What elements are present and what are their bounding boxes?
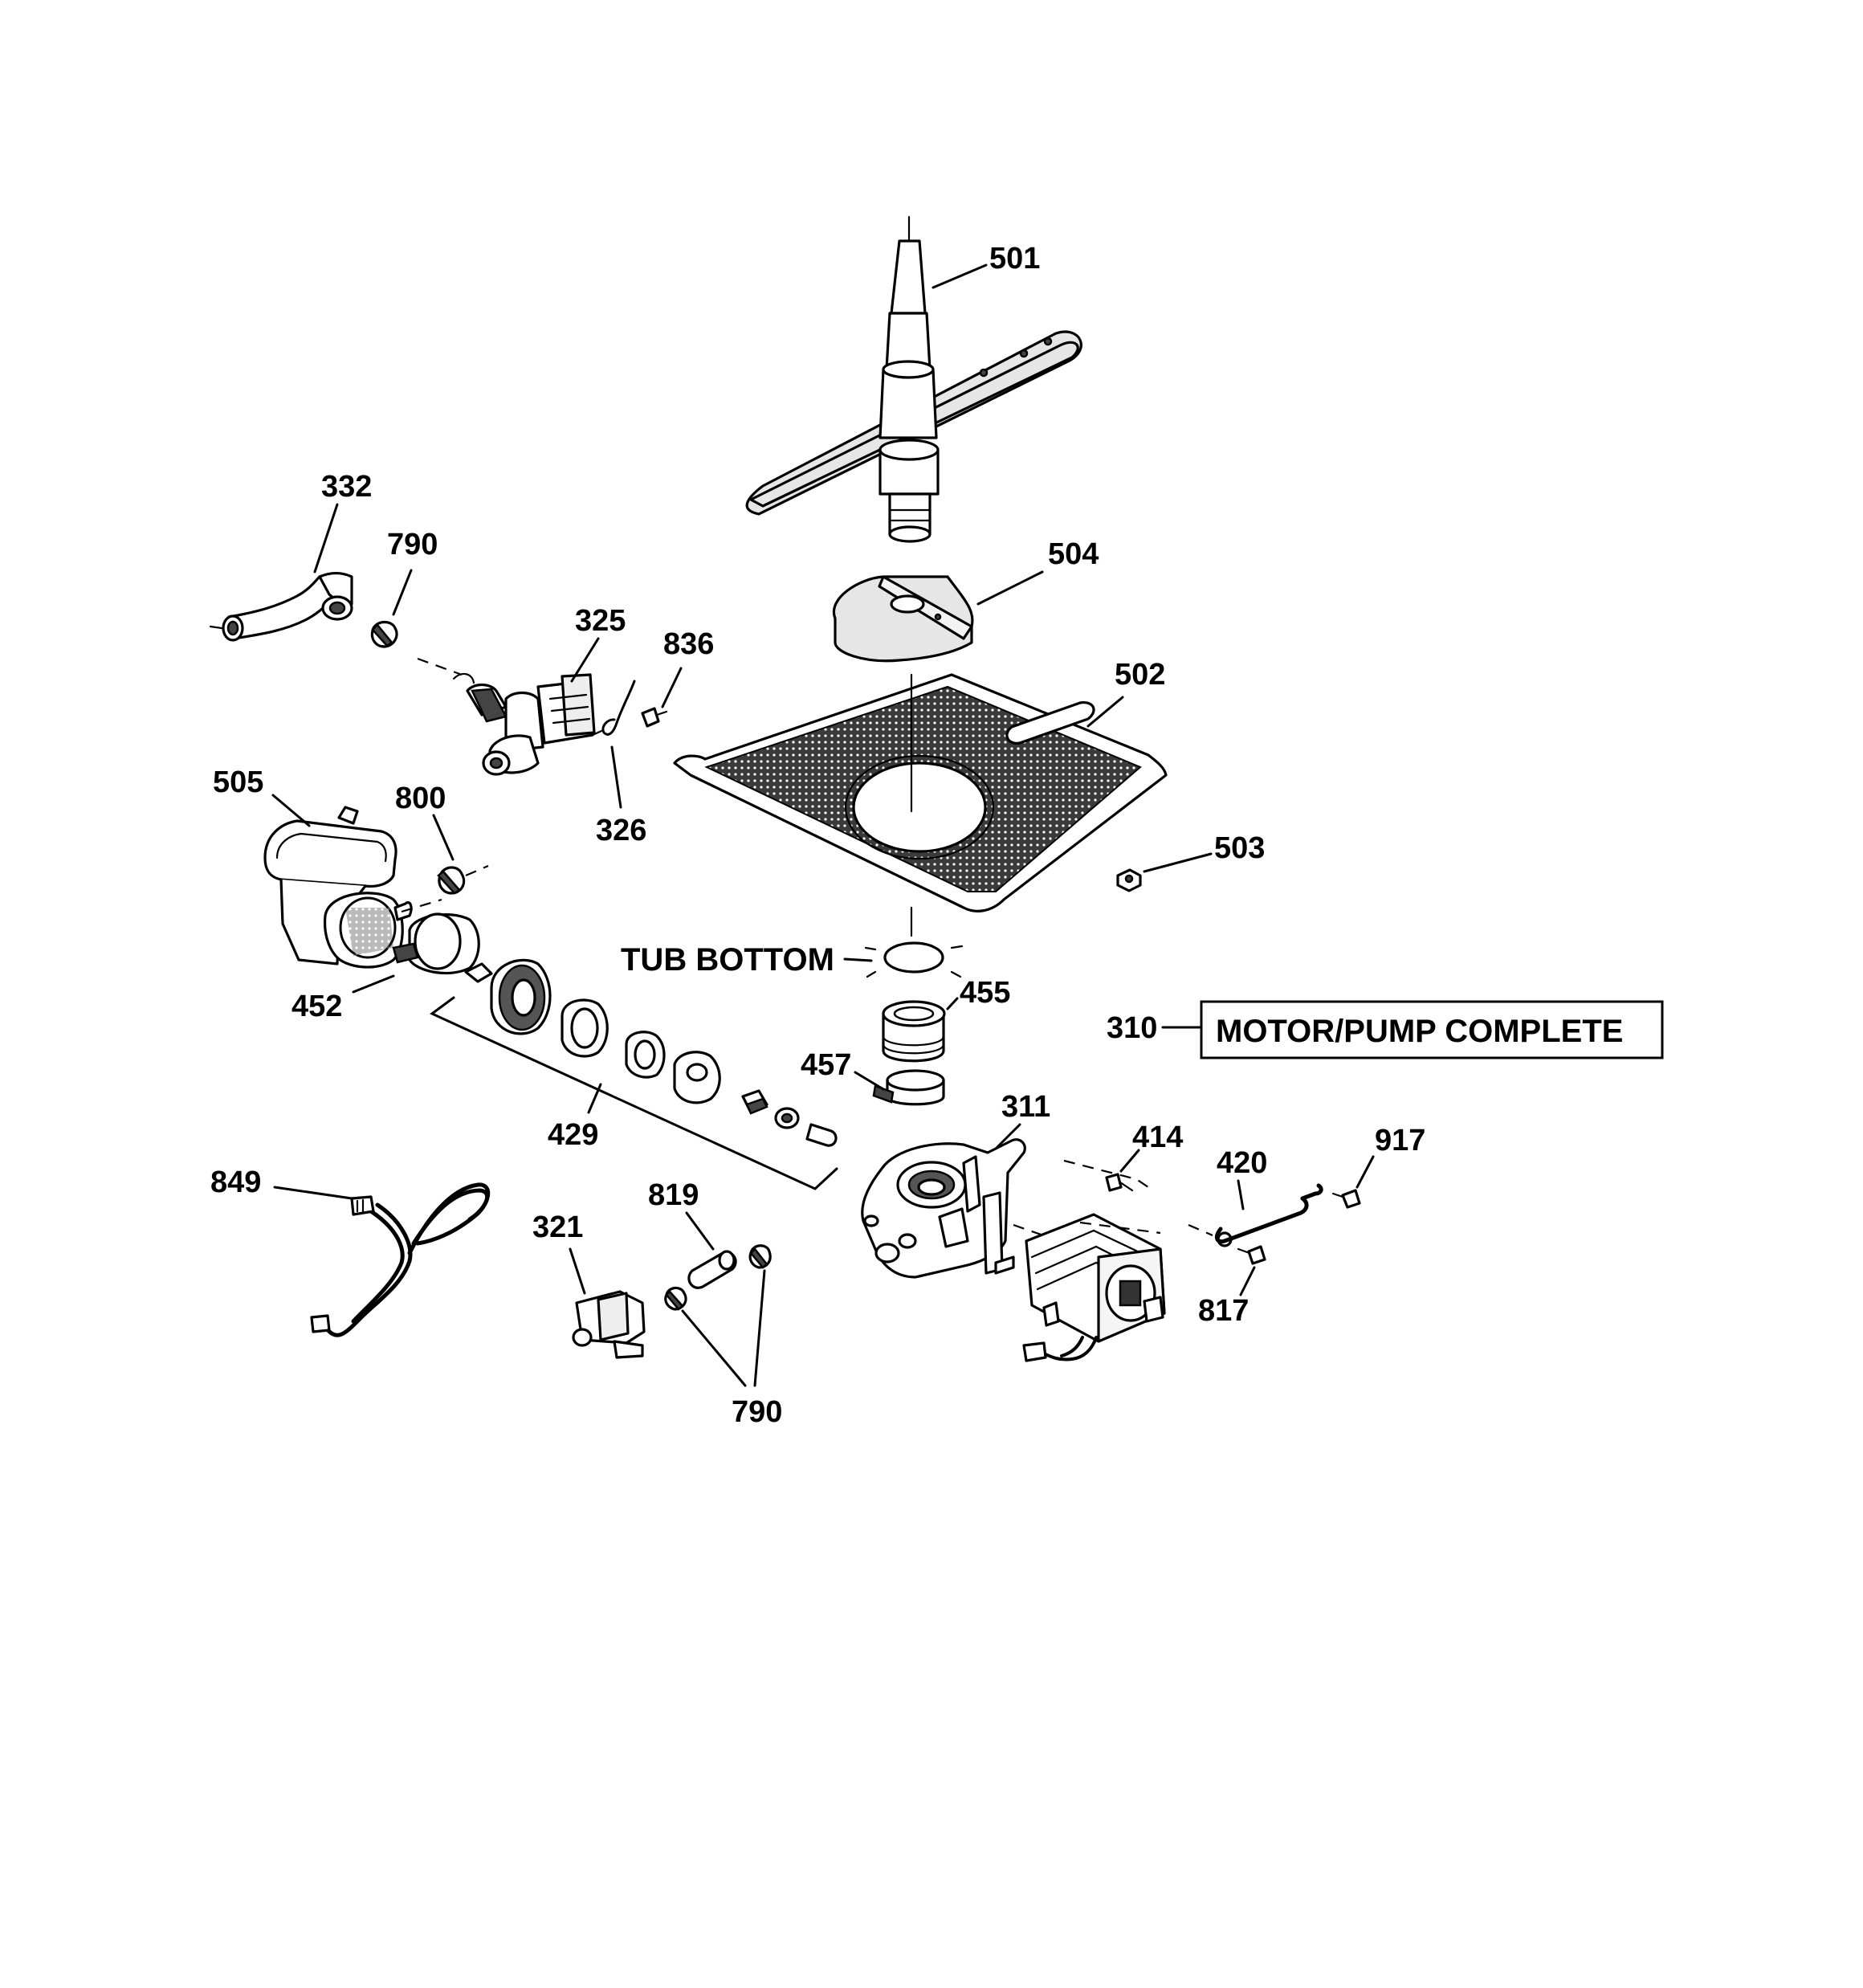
part-501-lower-spray-arm: [745, 215, 1082, 543]
label-917: 917: [1375, 1124, 1425, 1157]
label-321: 321: [532, 1210, 583, 1244]
part-917-screw: [1331, 1189, 1361, 1209]
label-790-bottom: 790: [732, 1395, 782, 1429]
part-502-filter-screen: [673, 673, 1168, 912]
label-452: 452: [291, 990, 342, 1023]
label-503: 503: [1214, 831, 1265, 865]
motor-pump-complete-box: [1200, 1000, 1664, 1059]
label-311: 311: [1001, 1090, 1050, 1124]
label-504: 504: [1048, 537, 1099, 571]
label-836: 836: [663, 627, 714, 661]
label-455: 455: [960, 976, 1010, 1010]
label-849: 849: [210, 1165, 261, 1199]
part-836-screw: [641, 707, 668, 728]
part-457-clamp: [872, 1069, 945, 1106]
part-motor: [1022, 1213, 1166, 1362]
part-332-hose: [209, 571, 353, 642]
label-505: 505: [213, 765, 263, 799]
part-849-wire-harness: [310, 1182, 491, 1337]
part-790-clamp-bottom: [664, 1244, 772, 1311]
part-311-pump-housing: [861, 1138, 1049, 1279]
label-790-top: 790: [387, 528, 438, 561]
part-455-boot: [882, 1000, 946, 1063]
part-tub-bottom-ring: [864, 941, 964, 978]
label-414: 414: [1132, 1121, 1183, 1154]
part-504-cover: [832, 575, 974, 663]
part-321-component: [572, 1290, 646, 1359]
part-505-sump: [263, 806, 442, 969]
part-800-clamp: [437, 864, 489, 895]
label-332: 332: [321, 470, 372, 504]
label-420: 420: [1217, 1146, 1267, 1180]
label-819: 819: [648, 1178, 699, 1212]
label-457: 457: [801, 1048, 851, 1082]
part-414-screw: [1063, 1159, 1149, 1192]
part-790-clamp-top: [370, 620, 398, 648]
part-325-drain-pump: [417, 657, 596, 776]
label-motor-pump-complete: MOTOR/PUMP COMPLETE: [1216, 1014, 1623, 1049]
label-310: 310: [1107, 1011, 1157, 1045]
label-817: 817: [1198, 1294, 1249, 1328]
label-800: 800: [395, 782, 446, 815]
label-325: 325: [575, 604, 626, 638]
part-503-nut: [1116, 868, 1142, 892]
label-326: 326: [596, 814, 646, 847]
part-817-screw: [1237, 1245, 1266, 1265]
label-tub-bottom: TUB BOTTOM: [621, 942, 834, 978]
label-502: 502: [1115, 658, 1165, 692]
part-429-filter-stack: [490, 958, 838, 1147]
part-326-spring: [592, 680, 636, 737]
label-501: 501: [989, 242, 1040, 276]
part-452-clamp: [392, 912, 493, 983]
label-429: 429: [548, 1118, 598, 1152]
part-819-tube: [687, 1250, 737, 1289]
part-420-wire: [1188, 1183, 1323, 1247]
